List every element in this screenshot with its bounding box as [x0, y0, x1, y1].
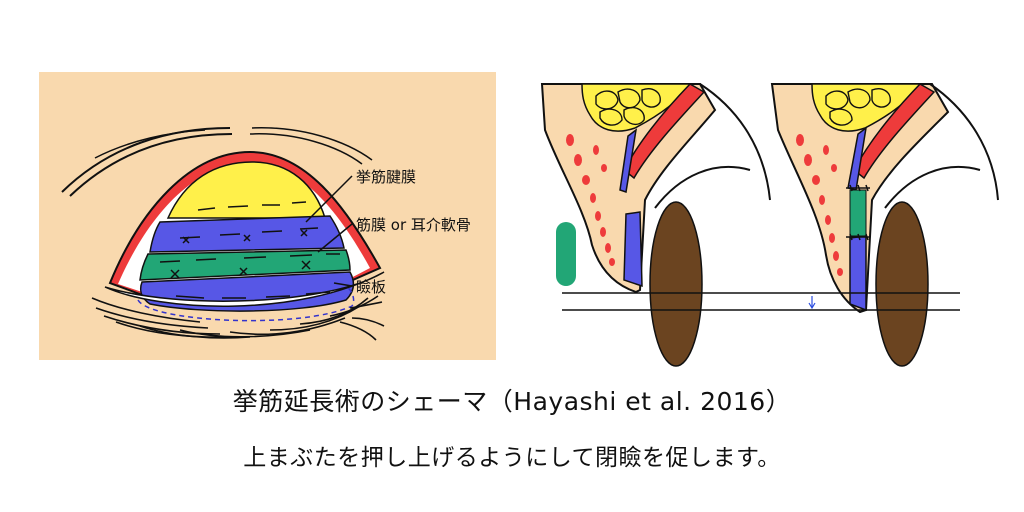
graft-sample: [556, 222, 576, 286]
orbital-fat: [166, 161, 327, 219]
fat-lobules-after: [825, 88, 891, 126]
cornea-after: [875, 201, 929, 367]
fat-lobules-before: [595, 88, 661, 126]
reference-lines: [562, 292, 960, 311]
label-fascia-or-cartilage: 筋膜 or 耳介軟骨: [356, 216, 471, 234]
tarsus-dashed-outline: [137, 285, 355, 322]
eyelashes: [91, 295, 385, 341]
eyelid-tissue-before: [540, 83, 717, 294]
graft-inserted: [849, 189, 867, 237]
frontal-eyelid-panel: 挙筋腱膜 筋膜 or 耳介軟骨 瞼板: [39, 72, 496, 360]
layer-dashes: [159, 201, 340, 299]
fascia-graft-layer: [139, 249, 351, 281]
lowering-arrow: [808, 296, 816, 310]
globe-outline-before: [654, 83, 771, 209]
cornea-before: [649, 201, 703, 367]
aponeurosis-before: [619, 128, 638, 193]
globe-outline-after: [884, 83, 999, 209]
orbicularis-spots-before: [566, 134, 615, 266]
sagittal-section-before: [540, 83, 771, 367]
caption-description: 上まぶたを押し上げるようにして閉瞼を促します。: [243, 445, 781, 471]
sagittal-section-after: [770, 83, 999, 367]
levator-aponeurosis-layer: [149, 215, 345, 253]
label-tarsus: 瞼板: [356, 278, 386, 296]
tarsus-after: [849, 235, 867, 312]
graft-sutures: [846, 184, 870, 241]
levator-muscle-before: [623, 83, 706, 180]
upper-crease-lines: [61, 127, 373, 197]
eyelid-margin: [104, 271, 385, 307]
leader-lines: [305, 175, 353, 287]
tarsus-before: [623, 211, 643, 288]
levator-muscle-after: [853, 83, 936, 180]
label-levator-aponeurosis: 挙筋腱膜: [356, 168, 416, 186]
caption-title: 挙筋延長術のシェーマ（Hayashi et al. 2016）: [232, 387, 792, 416]
orbicularis-spots-after: [796, 134, 843, 276]
suture-marks: [170, 229, 311, 279]
